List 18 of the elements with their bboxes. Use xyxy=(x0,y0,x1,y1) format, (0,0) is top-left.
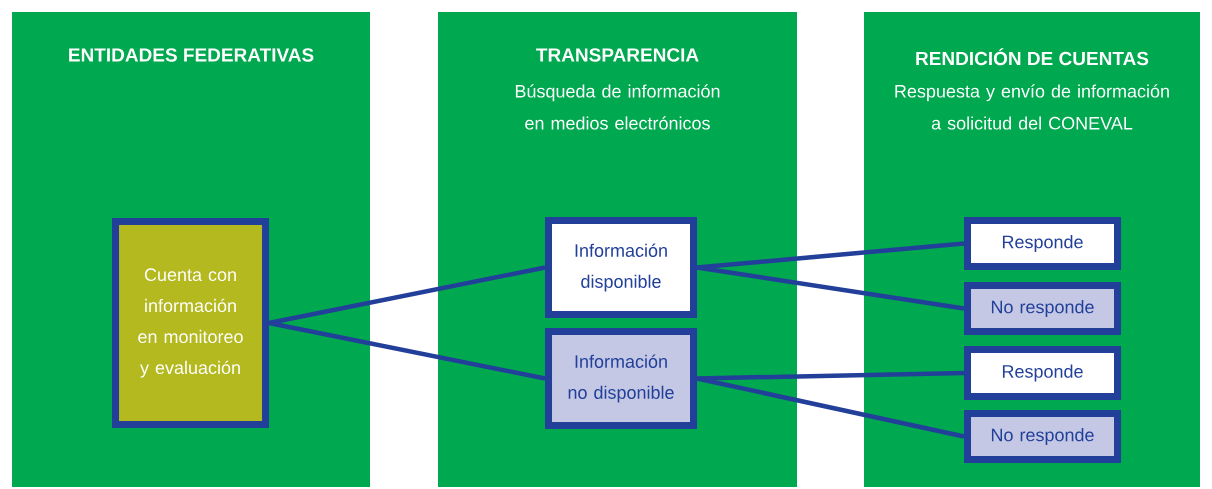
decision-box: Responde xyxy=(964,217,1121,270)
connector-line xyxy=(696,265,965,311)
column-heading: ENTIDADES FEDERATIVAS xyxy=(69,48,314,62)
connector-line xyxy=(696,370,965,381)
decision-box: Información no disponible xyxy=(545,328,697,429)
decision-box: Información disponible xyxy=(545,217,697,318)
connector-line xyxy=(268,265,546,326)
connector-line xyxy=(268,320,546,381)
decision-box: No responde xyxy=(964,410,1121,463)
decision-box: No responde xyxy=(964,282,1121,335)
connector-line xyxy=(696,376,965,439)
column-heading: RENDICIÓN DE CUENTAS xyxy=(916,48,1149,66)
decision-box: Responde xyxy=(964,346,1121,400)
column-description: Búsqueda de información en medios electrónicos xyxy=(515,84,720,130)
column-heading: TRANSPARENCIA xyxy=(536,48,699,62)
column-description: Respuesta y envío de información a solicitud del CONEVAL xyxy=(895,84,1169,130)
decision-box: Cuenta con información en monitoreo y evaluación xyxy=(112,218,269,428)
connector-line xyxy=(696,241,965,270)
